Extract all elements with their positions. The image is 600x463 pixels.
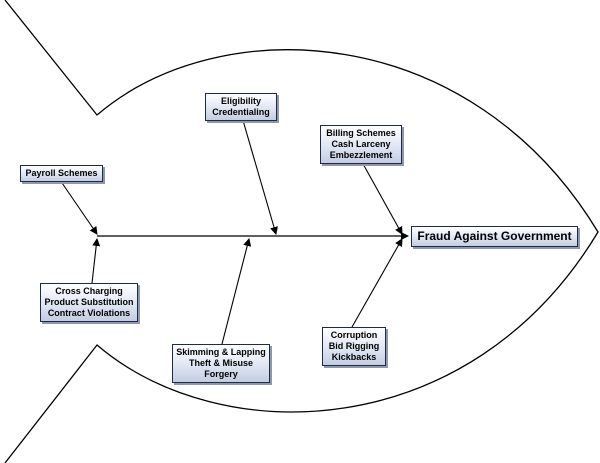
cause-line: Corruption [330,330,378,340]
cause-line: Eligibility [220,96,261,106]
cause-line: Cash Larceny [331,139,391,149]
cause-line: Theft & Misuse [188,358,253,368]
cause-box-billing: Billing Schemes Cash Larceny Embezzlemen… [320,125,402,164]
cause-line: Skimming & Lapping [176,347,266,357]
fish-body-outline [4,0,599,463]
bone-billing-arrow [361,161,403,235]
cause-box-eligibility: Eligibility Credentialing [205,93,277,121]
cause-line: Billing Schemes [326,128,396,138]
cause-line: Bid Rigging [328,341,380,351]
bone-eligibility-arrow [241,116,278,235]
bone-cross-arrow [91,238,101,284]
cause-box-cross-charging: Cross Charging Product Substitution Cont… [40,283,138,322]
cause-line: Product Substitution [44,297,134,307]
cause-line: Contract Violations [47,308,131,318]
cause-line: Embezzlement [329,150,393,160]
bone-skimming-arrow [221,238,252,345]
cause-line: Kickbacks [331,352,377,362]
cause-line: Forgery [204,369,238,379]
cause-box-skimming: Skimming & Lapping Theft & Misuse Forger… [172,344,270,383]
fish-head-effect: Fraud Against Government [411,226,578,247]
cause-box-payroll: Payroll Schemes [20,165,103,182]
bone-corruption-arrow [351,238,403,328]
fish-head-label: Fraud Against Government [417,229,572,243]
cause-box-corruption: Corruption Bid Rigging Kickbacks [322,327,386,366]
bone-payroll-arrow [59,179,98,235]
cause-line: Credentialing [212,107,270,117]
cause-line: Payroll Schemes [25,168,98,178]
cause-line: Cross Charging [55,286,123,296]
